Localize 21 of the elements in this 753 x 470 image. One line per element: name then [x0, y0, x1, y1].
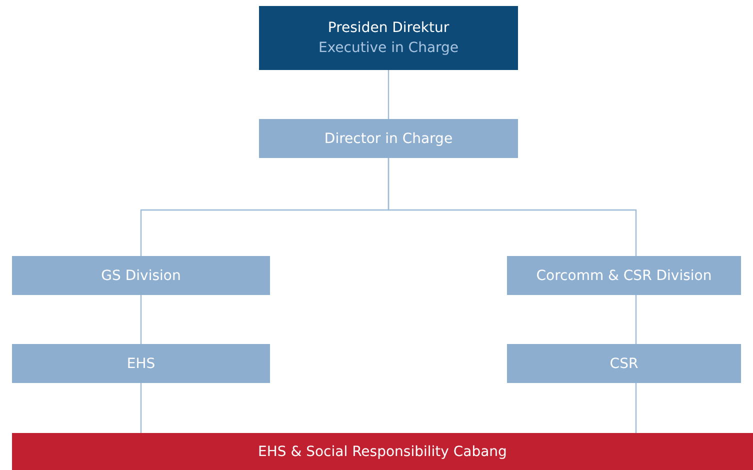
node-title: EHS	[126, 354, 156, 374]
connector-line	[388, 158, 637, 256]
division-box	[12, 256, 270, 295]
node-title: Presiden Direktur	[328, 19, 450, 38]
node-title: Corcomm & CSR Division	[536, 266, 712, 286]
connector-line	[140, 383, 142, 433]
department-box	[507, 344, 741, 383]
connector-line	[140, 295, 142, 344]
connector-line	[635, 383, 637, 433]
node-subtitle: Executive in Charge	[318, 39, 459, 58]
branch-bar	[12, 433, 753, 470]
node-title: Director in Charge	[324, 130, 453, 148]
connector-line	[635, 295, 637, 344]
node-title: GS Division	[101, 266, 181, 286]
node-title: EHS & Social Responsibility Cabang	[258, 442, 507, 462]
connector-line	[388, 70, 390, 119]
executive-box	[259, 6, 518, 70]
division-box	[507, 256, 741, 295]
node-title: CSR	[610, 354, 638, 374]
director-box	[259, 119, 518, 158]
department-box	[12, 344, 270, 383]
